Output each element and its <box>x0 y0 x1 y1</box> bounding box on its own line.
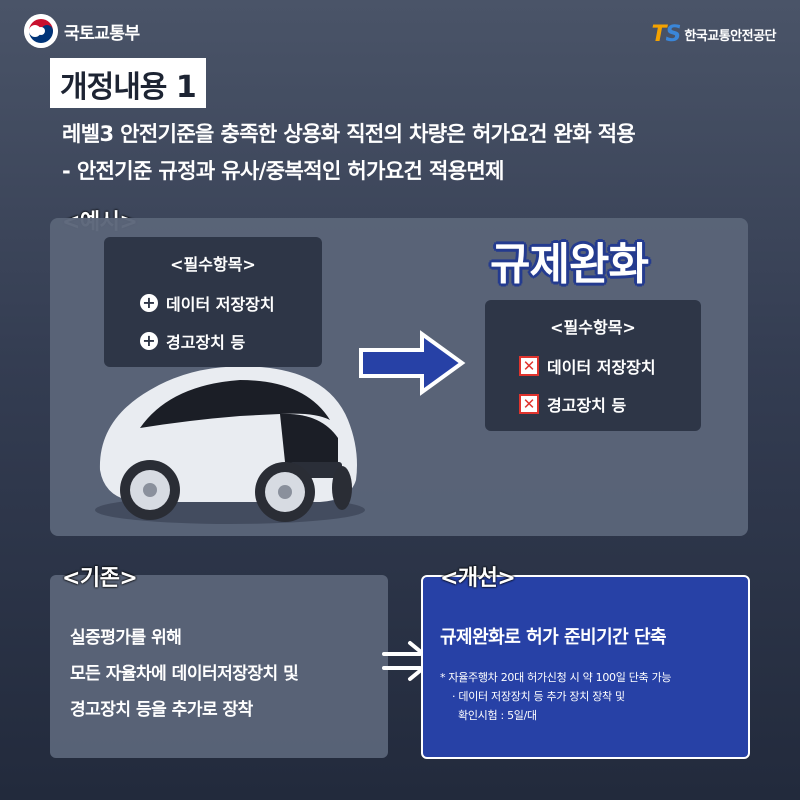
required-items-card-after: <필수항목> ✕ 데이터 저장장치 ✕ 경고장치 등 <box>485 300 701 431</box>
plus-icon: + <box>140 332 158 350</box>
before-line: 모든 자율차에 데이터저장장치 및 <box>70 664 299 684</box>
after-note: · 데이터 저장장치 등 추가 장치 장착 및 <box>452 690 625 703</box>
required-item-label: 데이터 저장장치 <box>166 295 275 314</box>
required-item: + 데이터 저장장치 <box>140 291 322 315</box>
required-items-card-before: <필수항목> + 데이터 저장장치 + 경고장치 등 <box>104 237 322 367</box>
card-heading: <필수항목> <box>550 318 636 337</box>
exempted-item: ✕ 데이터 저장장치 <box>519 354 701 378</box>
after-panel <box>421 575 750 759</box>
x-mark-icon: ✕ <box>519 394 539 414</box>
card-heading: <필수항목> <box>170 255 256 274</box>
page-title: 개정내용 1 <box>50 58 206 108</box>
required-item: + 경고장치 등 <box>140 329 322 353</box>
plus-icon: + <box>140 294 158 312</box>
exempted-item-label: 경고장치 등 <box>547 396 627 415</box>
ministry-name: 국토교통부 <box>64 23 140 44</box>
x-mark-icon: ✕ <box>519 356 539 376</box>
agency-name: 한국교통안전공단 <box>684 29 776 44</box>
description-line-1: 레벨3 안전기준을 충족한 상용화 직전의 차량은 허가요건 완화 적용 <box>62 122 636 146</box>
after-note: * 자율주행차 20대 허가신청 시 약 100일 단축 가능 <box>440 671 672 684</box>
after-tag: <개선> <box>440 566 516 591</box>
required-item-label: 경고장치 등 <box>166 333 246 352</box>
taegeuk-emblem-icon <box>24 14 58 48</box>
after-note: 확인시험 : 5일/대 <box>458 709 537 722</box>
autonomous-car-illustration <box>80 350 370 534</box>
ts-logo-mark: TS <box>651 22 681 47</box>
description-line-2: - 안전기준 규정과 유사/중복적인 허가요건 적용면제 <box>62 159 504 183</box>
before-tag: <기존> <box>62 566 138 591</box>
agency-logo: TS 한국교통안전공단 <box>651 22 776 47</box>
before-line: 경고장치 등을 추가로 장착 <box>70 700 253 720</box>
regulation-relief-title: 규제완화 <box>490 239 649 290</box>
right-arrow-icon <box>358 330 468 400</box>
before-panel <box>50 575 388 758</box>
before-line: 실증평가를 위해 <box>70 628 182 648</box>
after-title: 규제완화로 허가 준비기간 단축 <box>440 627 667 648</box>
ministry-logo: 국토교통부 <box>24 14 140 48</box>
exempted-item: ✕ 경고장치 등 <box>519 392 701 416</box>
before-description: 실증평가를 위해 모든 자율차에 데이터저장장치 및 경고장치 등을 추가로 장… <box>70 620 299 728</box>
exempted-item-label: 데이터 저장장치 <box>547 358 656 377</box>
